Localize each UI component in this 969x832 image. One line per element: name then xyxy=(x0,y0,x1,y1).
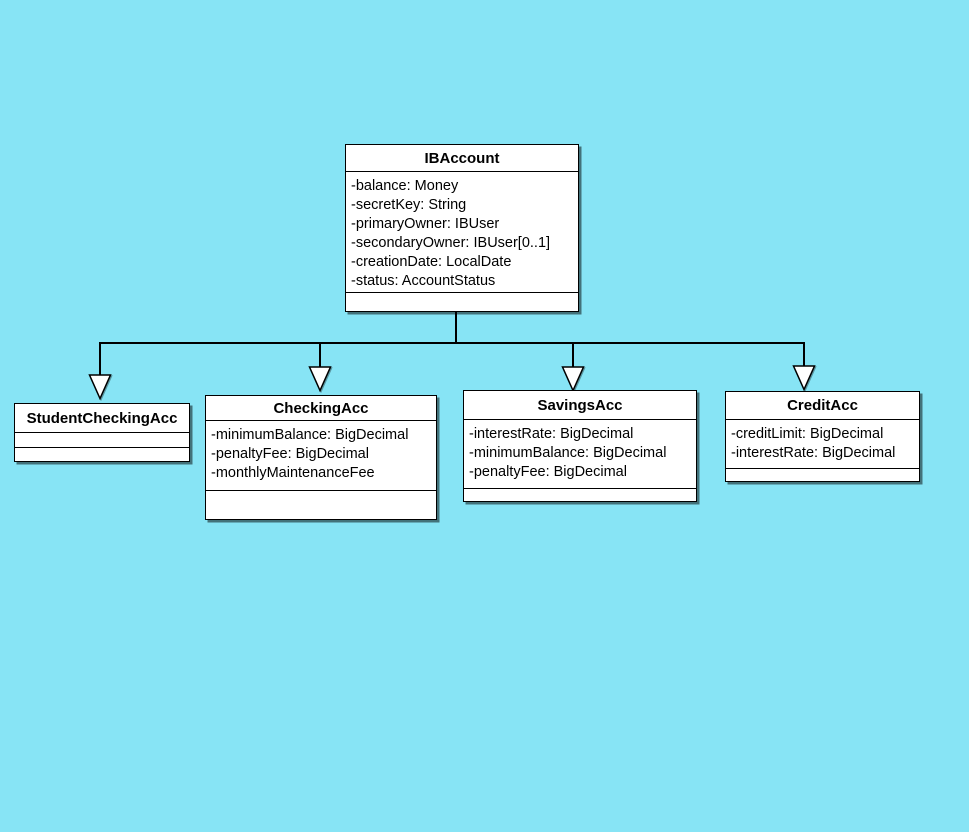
generalization-arrow-icon xyxy=(792,365,816,391)
class-name-savingsacc: SavingsAcc xyxy=(537,396,623,414)
methods-compartment xyxy=(346,292,578,311)
connector-trunk[interactable] xyxy=(455,311,457,343)
attribute: -creditLimit: BigDecimal xyxy=(731,426,884,442)
attribute: -secondaryOwner: IBUser[0..1] xyxy=(351,235,551,251)
attribute: -secretKey: String xyxy=(351,197,467,213)
class-box-savingsacc[interactable]: SavingsAcc -interestRate: BigDecimal -mi… xyxy=(463,390,697,502)
attribute: -balance: Money xyxy=(351,178,459,194)
generalization-arrow-icon xyxy=(308,366,332,392)
class-name-studentcheckingacc: StudentCheckingAcc xyxy=(26,409,178,427)
attributes-compartment xyxy=(15,432,189,447)
class-box-checkingacc[interactable]: CheckingAcc -minimumBalance: BigDecimal … xyxy=(205,395,437,520)
generalization-arrow-icon xyxy=(88,374,112,400)
methods-compartment xyxy=(15,447,189,461)
methods-compartment xyxy=(464,488,696,501)
attribute: -penaltyFee: BigDecimal xyxy=(211,446,369,462)
attribute: -primaryOwner: IBUser xyxy=(351,216,500,232)
attribute: -status: AccountStatus xyxy=(351,273,496,289)
class-box-studentcheckingacc[interactable]: StudentCheckingAcc xyxy=(14,403,190,462)
attributes-compartment: -minimumBalance: BigDecimal -penaltyFee:… xyxy=(206,420,436,490)
connector-drop-checkingacc[interactable] xyxy=(319,342,321,367)
class-name-creditacc: CreditAcc xyxy=(787,397,858,414)
attribute: -interestRate: BigDecimal xyxy=(731,445,896,461)
connector-drop-studentcheckingacc[interactable] xyxy=(99,342,101,375)
methods-compartment xyxy=(206,490,436,519)
attribute: -penaltyFee: BigDecimal xyxy=(469,464,627,480)
attributes-compartment: -creditLimit: BigDecimal -interestRate: … xyxy=(726,419,919,468)
class-name-ibaccount: IBAccount xyxy=(424,149,500,167)
connector-bus[interactable] xyxy=(99,342,805,344)
connector-drop-savingsacc[interactable] xyxy=(572,342,574,367)
class-box-creditacc[interactable]: CreditAcc -creditLimit: BigDecimal -inte… xyxy=(725,391,920,482)
attribute: -interestRate: BigDecimal xyxy=(469,426,634,442)
class-name-checkingacc: CheckingAcc xyxy=(273,399,369,417)
attributes-compartment: -interestRate: BigDecimal -minimumBalanc… xyxy=(464,419,696,488)
attribute: -creationDate: LocalDate xyxy=(351,254,512,270)
attributes-compartment: -balance: Money -secretKey: String -prim… xyxy=(346,171,578,292)
attribute: -minimumBalance: BigDecimal xyxy=(211,427,409,443)
generalization-arrow-icon xyxy=(561,366,585,392)
attribute: -monthlyMaintenanceFee xyxy=(211,465,375,481)
attribute: -minimumBalance: BigDecimal xyxy=(469,445,667,461)
connector-drop-creditacc[interactable] xyxy=(803,342,805,366)
methods-compartment xyxy=(726,468,919,481)
class-box-ibaccount[interactable]: IBAccount -balance: Money -secretKey: St… xyxy=(345,144,579,312)
